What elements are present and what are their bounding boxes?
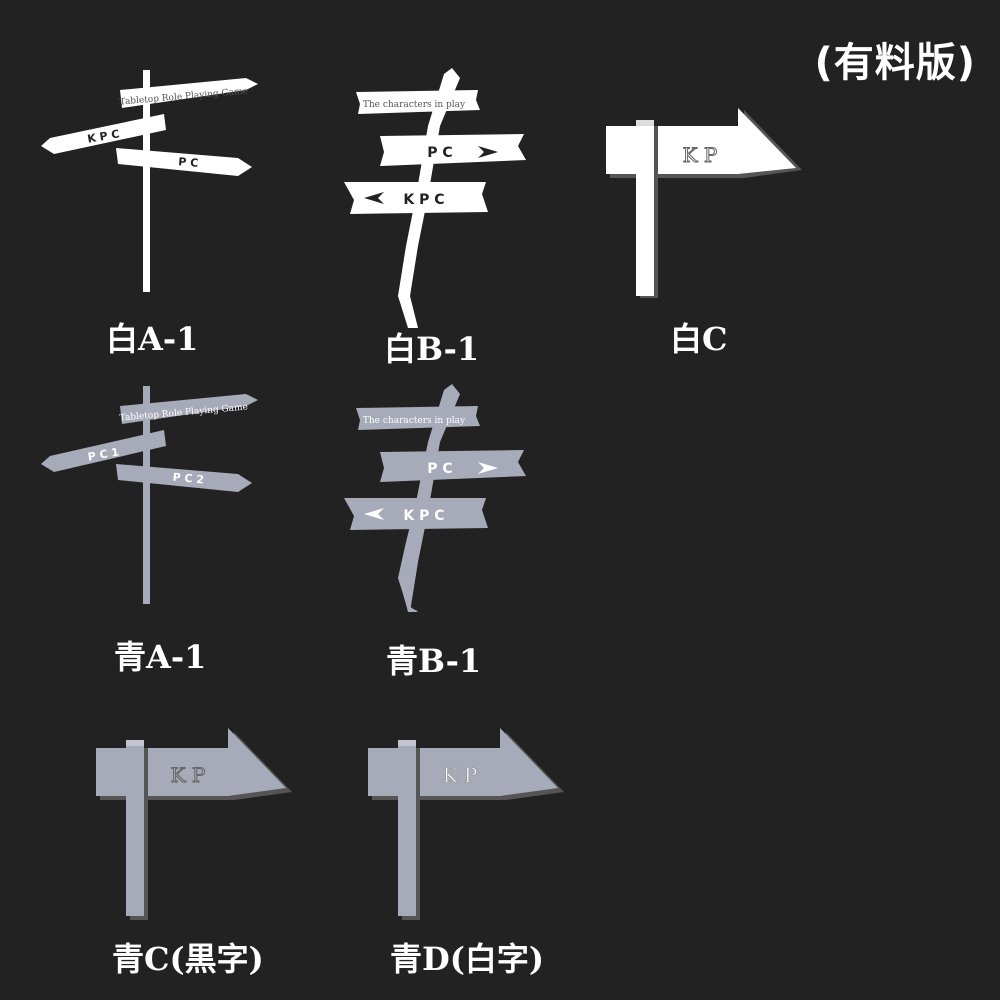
board-left-text: P C 1	[87, 445, 120, 463]
caption: 青A-1	[114, 638, 207, 676]
caption: 白B-1	[384, 330, 480, 368]
board-mid-text: P C	[427, 145, 452, 161]
board-text: K P	[443, 763, 478, 787]
signpost-white-c[interactable]: K P 白C	[604, 108, 804, 358]
arrow-left-icon	[364, 192, 384, 204]
signpost-blue-c-black-text[interactable]: K P 青C(黒字)	[94, 726, 294, 986]
board-text: K P	[171, 763, 206, 787]
signpost-b-icon: The characters in play P C K P C	[344, 384, 526, 612]
caption: 青D(白字)	[390, 940, 545, 978]
board-top-text: The characters in play	[363, 416, 466, 426]
signpost-white-b1[interactable]: The characters in play P C K P C 白B-1	[340, 66, 535, 368]
arrow-left-icon	[364, 508, 384, 520]
caption: 白C	[670, 320, 728, 358]
signpost-white-a1[interactable]: Tabletop Role Playing Game K P C P C 白A-…	[38, 68, 268, 358]
signpost-blue-a1[interactable]: Tabletop Role Playing Game P C 1 P C 2 青…	[38, 386, 268, 676]
signpost-a-icon: Tabletop Role Playing Game P C 1 P C 2	[41, 386, 258, 604]
board-right-text: P C 2	[172, 471, 204, 487]
signpost-c-icon: K P	[96, 728, 292, 920]
board-right-text: P C	[178, 155, 199, 170]
board-bottom-text: K P C	[403, 192, 444, 208]
paid-version-label: (有料版)	[814, 40, 976, 86]
board-bottom-text: K P C	[403, 508, 444, 524]
caption: 青C(黒字)	[112, 940, 264, 978]
signpost-b-icon: The characters in play P C K P C	[344, 68, 526, 328]
caption: 白A-1	[106, 320, 199, 358]
signpost-blue-b1[interactable]: The characters in play P C K P C 青B-1	[340, 382, 535, 682]
signpost-blue-d-white-text[interactable]: K P 青D(白字)	[366, 726, 566, 986]
arrow-right-icon	[478, 146, 498, 158]
signpost-a-icon: Tabletop Role Playing Game K P C P C	[41, 70, 258, 292]
arrow-right-icon	[478, 462, 498, 474]
board-left-text: K P C	[86, 127, 120, 145]
board-top-text: The characters in play	[363, 100, 466, 110]
signpost-c-icon: K P	[368, 728, 564, 920]
board-mid-text: P C	[427, 461, 452, 477]
signpost-c-icon: K P	[606, 108, 802, 298]
caption: 青B-1	[386, 642, 482, 680]
board-text: K P	[683, 143, 718, 167]
